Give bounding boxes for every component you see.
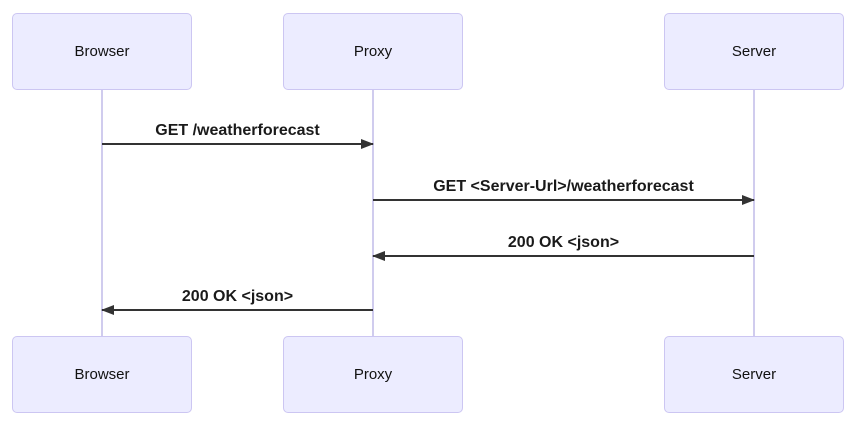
arrowhead-right-icon (361, 139, 374, 149)
message-get-serverurl-weatherforecast: GET <Server-Url>/weatherforecast (373, 173, 755, 205)
arrowhead-left-icon (372, 251, 385, 261)
message-label: GET /weatherforecast (155, 122, 320, 139)
message-label: 200 OK <json> (507, 234, 620, 251)
message-200-ok-json-proxy-to-browser: 200 OK <json> (101, 283, 373, 315)
actor-box-server-top: Server (664, 13, 844, 90)
actor-box-browser-top: Browser (12, 13, 192, 90)
actor-box-browser-bottom: Browser (12, 336, 192, 413)
message-arrow-line (102, 139, 374, 149)
actor-box-proxy-bottom: Proxy (283, 336, 463, 413)
lifeline-proxy (372, 90, 374, 336)
actor-label-proxy: Proxy (353, 366, 393, 383)
lifeline-browser (101, 90, 103, 336)
message-arrow-line (372, 251, 754, 261)
actor-label-browser: Browser (74, 366, 130, 383)
arrowhead-left-icon (101, 305, 114, 315)
message-200-ok-json-server-to-proxy: 200 OK <json> (372, 229, 754, 261)
message-arrow-line (101, 305, 373, 315)
arrowhead-right-icon (742, 195, 755, 205)
actor-box-server-bottom: Server (664, 336, 844, 413)
message-get-weatherforecast: GET /weatherforecast (102, 117, 374, 149)
lifeline-server (753, 90, 755, 336)
message-label: 200 OK <json> (181, 288, 294, 305)
actor-label-server: Server (731, 366, 777, 383)
message-label: GET <Server-Url>/weatherforecast (433, 178, 694, 195)
message-arrow-line (373, 195, 755, 205)
actor-label-proxy: Proxy (353, 43, 393, 60)
actor-label-server: Server (731, 43, 777, 60)
actor-box-proxy-top: Proxy (283, 13, 463, 90)
actor-label-browser: Browser (74, 43, 130, 60)
